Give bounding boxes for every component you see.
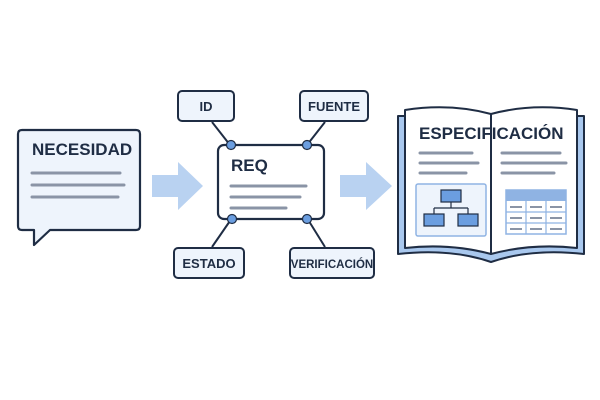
attr-box-verificacion: VERIFICACIÓN: [289, 247, 375, 279]
req-anchor-dot: [225, 139, 237, 151]
need-bubble: NECESIDAD: [16, 128, 142, 247]
flow-arrow-2: [340, 162, 392, 210]
attr-box-id: ID: [177, 90, 235, 122]
flow-arrow-1: [152, 162, 203, 210]
spec-title: ESPECIFICACIÓN: [419, 124, 564, 143]
hierarchy-diagram-icon: [415, 183, 487, 237]
need-title: NECESIDAD: [32, 140, 132, 159]
attr-label-fuente: FUENTE: [308, 99, 360, 114]
table-grid-icon: [505, 189, 567, 235]
attr-label-id: ID: [200, 99, 213, 114]
attr-box-estado: ESTADO: [173, 247, 245, 279]
req-card: REQ: [216, 139, 326, 225]
attr-box-fuente: FUENTE: [299, 90, 369, 122]
req-title: REQ: [231, 156, 268, 175]
spec-book: ESPECIFICACIÓN: [397, 106, 585, 263]
req-anchor-dot: [301, 213, 313, 225]
connector-id: [211, 121, 231, 146]
attr-label-verificacion: VERIFICACIÓN: [291, 258, 373, 271]
req-anchor-dot: [226, 213, 238, 225]
attr-label-estado: ESTADO: [182, 256, 235, 271]
req-anchor-dot: [301, 139, 313, 151]
